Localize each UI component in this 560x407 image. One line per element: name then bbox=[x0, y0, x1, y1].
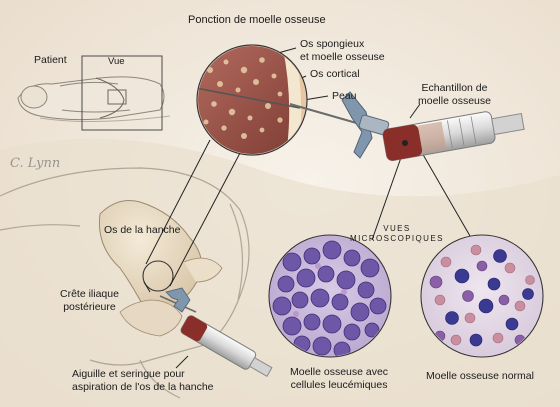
cortical-bone-label: Os cortical bbox=[310, 68, 360, 80]
spongy-bone-line-1: Os spongieux bbox=[300, 38, 365, 50]
upper-needle-syringe bbox=[289, 91, 525, 162]
normal-marrow-label: Moelle osseuse normal bbox=[426, 370, 534, 382]
hip-bone-label: Os de la hanche bbox=[104, 224, 181, 236]
sample-label: Echantillon de moelle osseuse bbox=[418, 82, 491, 107]
spongy-bone-line-2: et moelle osseuse bbox=[300, 50, 385, 63]
leukemic-marrow-label: Moelle osseuse avec cellules leucémiques bbox=[290, 366, 388, 391]
artist-signature: C. Lynn bbox=[10, 156, 61, 171]
leukemic-line-1: Moelle osseuse avec bbox=[290, 366, 389, 378]
normal-marrow-view bbox=[420, 234, 544, 358]
hip-sketch bbox=[0, 167, 250, 399]
iliac-crest-label: Crête iliaque postérieure bbox=[60, 288, 119, 313]
needle-syringe-label: Aiguille et seringue pour aspiration de … bbox=[72, 368, 214, 393]
microscopic-views-label: VUES MICROSCOPIQUES bbox=[350, 224, 444, 244]
sample-line-2: moelle osseuse bbox=[418, 94, 491, 107]
puncture-site-circle bbox=[142, 260, 174, 292]
leukemic-marrow-view bbox=[268, 234, 392, 358]
leukemic-line-2: cellules leucémiques bbox=[290, 378, 388, 391]
view-box bbox=[81, 55, 163, 131]
skin-label: Peau bbox=[332, 90, 357, 102]
magnified-bone-section bbox=[196, 44, 308, 156]
patient-figure bbox=[17, 76, 171, 123]
needle-syringe-line-2: aspiration de l'os de la hanche bbox=[72, 380, 214, 393]
microscopic-line-1: VUES bbox=[383, 224, 411, 233]
iliac-crest-line-1: Crête iliaque bbox=[60, 288, 119, 300]
iliac-crest-line-2: postérieure bbox=[63, 300, 116, 313]
lower-needle-syringe bbox=[159, 287, 273, 378]
view-label: Vue bbox=[108, 56, 125, 67]
spongy-bone-label: Os spongieux et moelle osseuse bbox=[300, 38, 385, 63]
needle-syringe-line-1: Aiguille et seringue pour bbox=[72, 368, 185, 380]
sample-line-1: Echantillon de bbox=[421, 82, 488, 94]
microscopic-line-2: MICROSCOPIQUES bbox=[350, 234, 444, 243]
diagram-title: Ponction de moelle osseuse bbox=[188, 14, 326, 26]
patient-label: Patient bbox=[34, 54, 67, 66]
